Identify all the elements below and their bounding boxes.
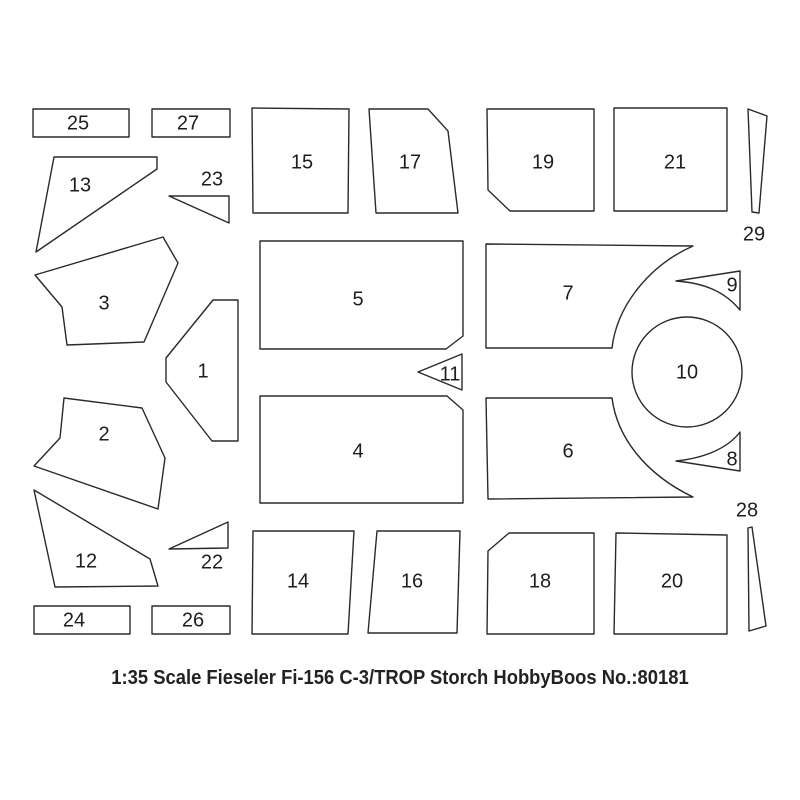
mask-part-21: 21 [613, 107, 728, 212]
mask-part-12: 12 [33, 489, 159, 588]
product-caption: 1:35 Scale Fieseler Fi-156 C-3/TROP Stor… [111, 667, 689, 689]
mask-part-15: 15 [251, 107, 350, 214]
mask-label-10: 10 [676, 361, 698, 383]
mask-part-6: 6 [485, 397, 694, 500]
mask-label-4: 4 [352, 440, 363, 462]
mask-part-14: 14 [251, 530, 355, 635]
mask-label-2: 2 [98, 423, 109, 445]
mask-label-12: 12 [75, 550, 97, 572]
mask-label-6: 6 [562, 440, 573, 462]
mask-label-22: 22 [201, 551, 223, 573]
mask-label-24: 24 [63, 609, 85, 631]
mask-label-16: 16 [401, 570, 423, 592]
mask-label-23: 23 [201, 168, 223, 190]
mask-part-27: 27 [151, 108, 231, 138]
mask-part-29: 29 [743, 108, 768, 245]
mask-part-4: 4 [259, 395, 464, 504]
mask-label-19: 19 [532, 151, 554, 173]
mask-label-15: 15 [291, 151, 313, 173]
mask-label-5: 5 [352, 288, 363, 310]
mask-label-25: 25 [67, 112, 89, 134]
mask-part-16: 16 [367, 530, 461, 634]
mask-label-14: 14 [287, 570, 309, 592]
mask-part-7: 7 [485, 243, 694, 349]
mask-part-8: 8 [675, 431, 741, 472]
mask-part-2: 2 [33, 397, 166, 510]
mask-part-13: 13 [35, 156, 158, 253]
mask-part-26: 26 [151, 605, 231, 635]
mask-label-18: 18 [529, 570, 551, 592]
mask-part-10: 10 [631, 316, 743, 428]
mask-label-21: 21 [664, 151, 686, 173]
mask-label-20: 20 [661, 570, 683, 592]
mask-label-28: 28 [736, 499, 758, 521]
mask-label-1: 1 [197, 360, 208, 382]
mask-label-26: 26 [182, 609, 204, 631]
mask-label-7: 7 [562, 282, 573, 304]
mask-part-5: 5 [259, 240, 464, 350]
mask-label-9: 9 [726, 274, 737, 296]
mask-part-1: 1 [165, 299, 239, 442]
mask-label-8: 8 [726, 448, 737, 470]
mask-part-19: 19 [486, 108, 595, 212]
mask-part-11: 11 [417, 353, 463, 391]
mask-label-29: 29 [743, 223, 765, 245]
mask-label-11: 11 [440, 363, 461, 385]
mask-label-17: 17 [399, 151, 421, 173]
mask-part-25: 25 [32, 108, 130, 138]
mask-label-3: 3 [98, 292, 109, 314]
mask-part-28: 28 [736, 499, 767, 632]
mask-part-17: 17 [368, 108, 459, 214]
mask-part-24: 24 [33, 605, 131, 635]
mask-part-20: 20 [613, 532, 728, 635]
mask-part-18: 18 [486, 532, 595, 635]
mask-part-22: 22 [168, 521, 229, 573]
mask-label-13: 13 [69, 174, 91, 196]
mask-label-27: 27 [177, 112, 199, 134]
mask-part-9: 9 [675, 270, 741, 311]
mask-part-23: 23 [168, 168, 230, 224]
mask-part-3: 3 [34, 236, 179, 346]
